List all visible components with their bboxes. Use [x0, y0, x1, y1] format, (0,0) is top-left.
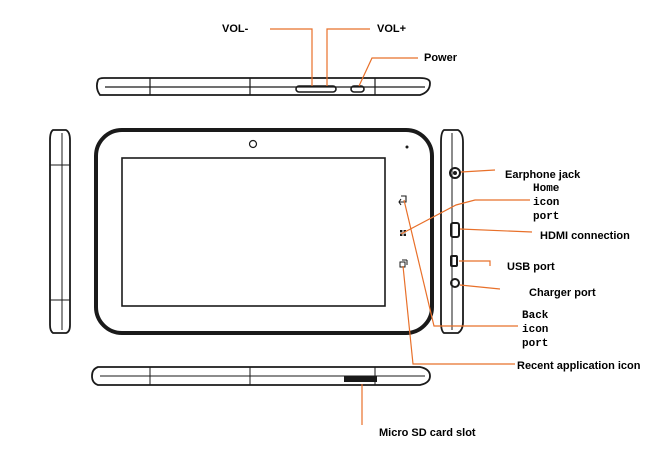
front-view [94, 128, 434, 335]
earphone-jack-inner [453, 171, 457, 175]
label-micro-sd: Micro SD card slot [379, 427, 476, 439]
earphone-jack-icon [449, 167, 461, 179]
tablet-body [94, 128, 434, 335]
label-usb: USB port [507, 261, 555, 273]
leader-hdmi [459, 228, 533, 233]
label-power: Power [424, 52, 458, 64]
label-home-2: icon [533, 197, 560, 209]
power-button [350, 85, 365, 93]
back-icon [398, 195, 407, 206]
leader-vol-plus [326, 28, 370, 86]
home-icon [400, 230, 406, 236]
leader-home [400, 199, 530, 235]
left-edge-view [49, 129, 71, 334]
label-back-2: icon [522, 324, 549, 336]
label-charger: Charger port [529, 287, 596, 299]
volume-rocker [295, 85, 337, 93]
label-vol-plus: VOL+ [377, 23, 407, 35]
leader-power [358, 57, 418, 87]
label-back-3: port [522, 338, 549, 350]
label-earphone-jack: Earphone jack [505, 169, 581, 181]
camera-icon [248, 139, 258, 149]
leader-lines [270, 28, 533, 425]
charger-port [450, 278, 460, 288]
label-recent-apps: Recent application icon [517, 360, 641, 372]
label-back-1: Back [522, 310, 549, 322]
tablet-screen [121, 157, 386, 307]
leader-back [403, 199, 518, 327]
hdmi-port [450, 222, 460, 238]
leader-earphone [460, 169, 496, 173]
label-hdmi: HDMI connection [540, 230, 630, 242]
leader-vol-minus [270, 28, 313, 86]
label-home-3: port [533, 211, 560, 223]
top-edge-view [95, 77, 431, 96]
label-vol-minus: VOL- [222, 23, 249, 35]
bottom-edge-view [91, 366, 431, 386]
leader-recent [402, 265, 515, 365]
leader-usb [459, 260, 491, 266]
label-home-1: Home [533, 183, 560, 195]
leader-charger [459, 284, 501, 290]
sensor-dot [405, 145, 409, 149]
micro-sd-slot [344, 376, 377, 382]
usb-port [450, 255, 458, 267]
